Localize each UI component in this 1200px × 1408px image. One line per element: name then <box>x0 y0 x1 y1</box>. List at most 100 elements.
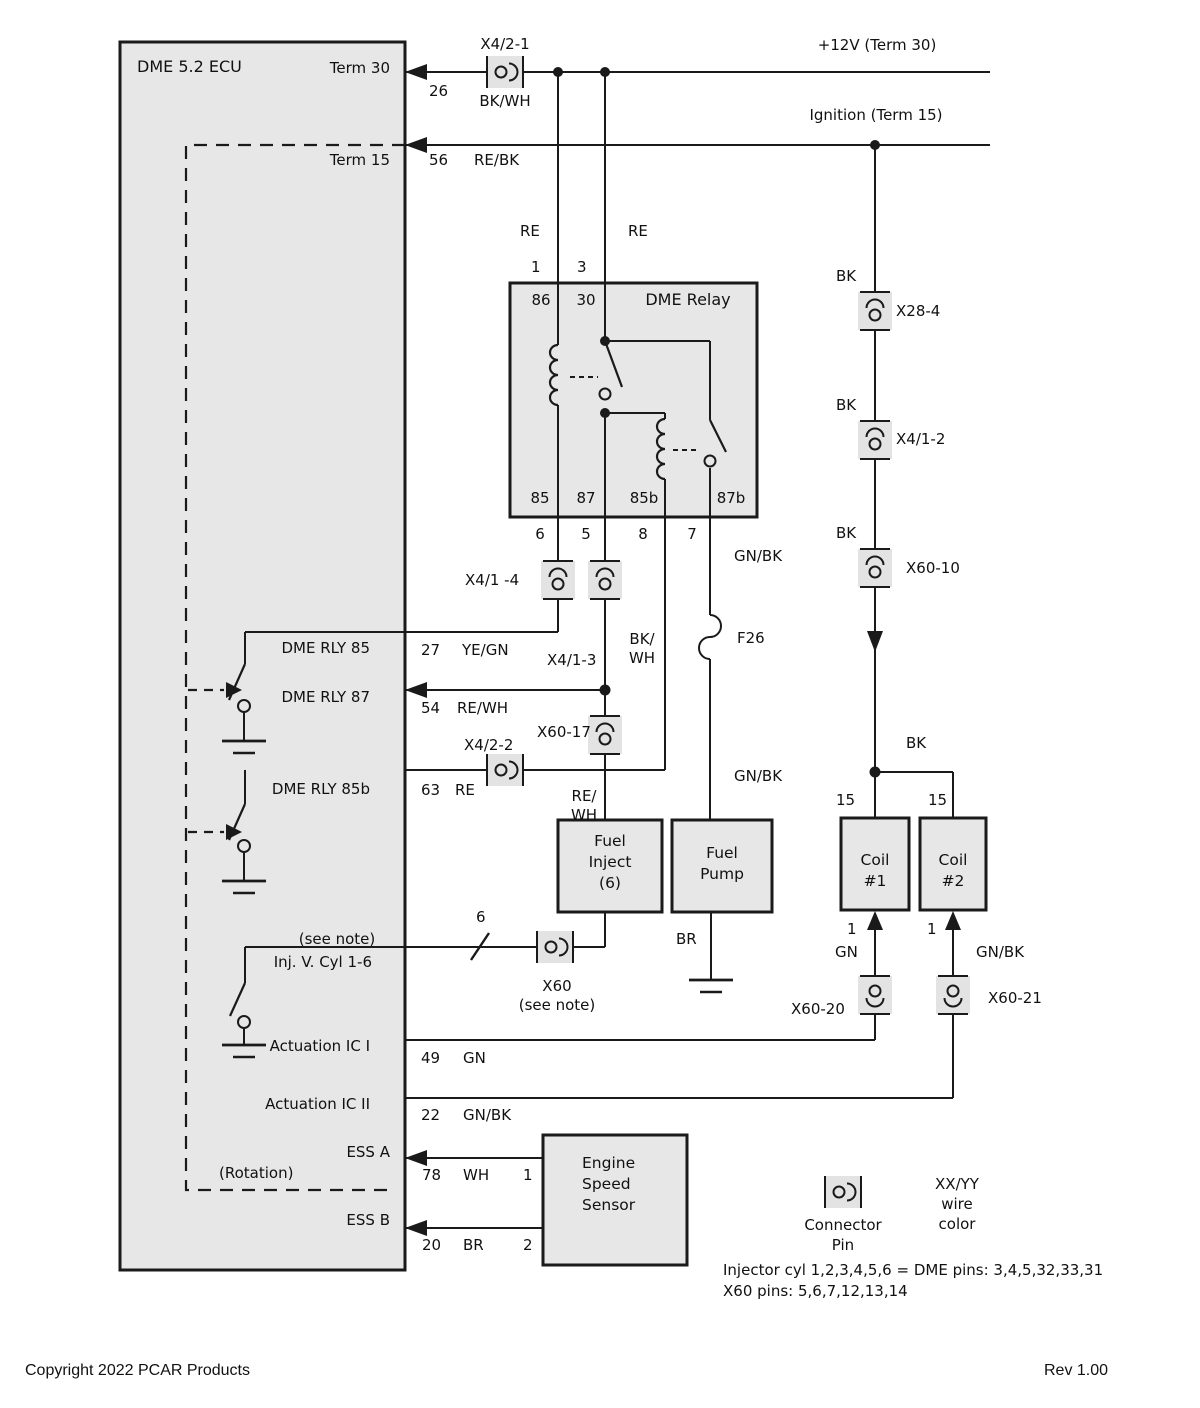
fuel-inject-label: Fuel Inject (6) <box>588 832 632 892</box>
ecu-pin-term15: Term 15 <box>329 151 390 169</box>
ecu-pin-ess-a: ESS A <box>346 1143 390 1161</box>
legend-wire-color: XX/YY wire color <box>935 1175 979 1233</box>
relay-pin-30: 30 <box>576 291 596 309</box>
ecu-box <box>118 40 407 1272</box>
bk-wire-color-1: BK <box>836 267 857 285</box>
ecu-pin-ess-b: ESS B <box>346 1211 390 1229</box>
ecu-pin-inj-v-cyl: Inj. V. Cyl 1-6 <box>273 953 372 971</box>
relay-wire30-pin: 3 <box>577 258 587 276</box>
pump-wire-color-bottom: GN/BK <box>734 767 783 785</box>
wire-color-bk-wh: BK/ WH <box>628 630 656 667</box>
injector-wire-count: 6 <box>476 908 486 926</box>
connector-x60-label: X60 (see note) <box>518 977 596 1014</box>
rly85-pin-number: 27 <box>421 641 441 659</box>
fuel-inject-box <box>556 818 664 914</box>
relay-box <box>508 281 759 519</box>
relay-wire30-color: RE <box>628 222 648 240</box>
connector-x60-20-label: X60-20 <box>791 1000 845 1018</box>
copyright-text: Copyright 2022 PCAR Products <box>25 1362 250 1379</box>
relay-pin-86: 86 <box>531 291 551 309</box>
connector-x4-1-4-label: X4/1 -4 <box>465 571 520 589</box>
junction-dots <box>553 67 881 778</box>
connector-x4-2-2-label: X4/2-2 <box>464 736 514 754</box>
coil1-wire-color: GN <box>835 943 858 961</box>
ecu-pin-dme-rly-85: DME RLY 85 <box>281 639 370 657</box>
ecu-pin-term30: Term 30 <box>329 59 390 77</box>
wires <box>227 71 990 1229</box>
rly87-wire-color: RE/WH <box>457 699 509 717</box>
rly85-wire-color: YE/GN <box>462 641 509 659</box>
connector-x60-17-label: X60-17 <box>537 723 591 741</box>
ecu-title: DME 5.2 ECU <box>137 57 242 76</box>
term15-dashed-boundary <box>184 143 405 1192</box>
relay-wire86-pin: 1 <box>531 258 541 276</box>
connector-x60-10-label: X60-10 <box>906 559 960 577</box>
essa-wire-color: WH <box>463 1166 490 1184</box>
relay-pin-87: 87 <box>576 489 596 507</box>
pump-wire-color-top: GN/BK <box>734 547 783 565</box>
relay-socket-pin-6: 6 <box>535 525 545 543</box>
ic2-wire-color: GN/BK <box>463 1106 512 1124</box>
note-injector-pins: Injector cyl 1,2,3,4,5,6 = DME pins: 3,4… <box>723 1261 1104 1279</box>
relay-pin-85b: 85b <box>629 489 659 507</box>
essa-pin-number: 78 <box>422 1166 442 1184</box>
arrows <box>226 64 961 1236</box>
ecu-rotation-note: (Rotation) <box>219 1164 294 1182</box>
coil2-term15-pin: 15 <box>928 791 948 809</box>
note-x60-pins: X60 pins: 5,6,7,12,13,14 <box>723 1282 908 1300</box>
ecu-pin-dme-rly-87: DME RLY 87 <box>281 688 370 706</box>
fuse-f26-label: F26 <box>737 629 765 647</box>
rly85b-pin-number: 63 <box>421 781 441 799</box>
revision-text: Rev 1.00 <box>1044 1362 1109 1379</box>
fuel-pump-label: Fuel Pump <box>700 844 744 883</box>
pump-ground-wire-color: BR <box>676 930 697 948</box>
relay-title: DME Relay <box>645 290 731 309</box>
coil1-pin1: 1 <box>847 920 857 938</box>
ic1-wire-color: GN <box>463 1049 486 1067</box>
coil2-box <box>918 816 988 912</box>
ecu-pin-dme-rly-85b: DME RLY 85b <box>271 780 370 798</box>
ic1-pin-number: 49 <box>421 1049 441 1067</box>
ess-box <box>541 1133 689 1267</box>
switch-contacts <box>237 387 717 1029</box>
rly85b-wire-color: RE <box>455 781 475 799</box>
connector-x4-2-1-label: X4/2-1 <box>480 35 530 53</box>
connector-x4-1-2-label: X4/1-2 <box>896 430 946 448</box>
ecu-see-note: (see note) <box>298 930 376 948</box>
rly87-pin-number: 54 <box>421 699 441 717</box>
coil1-term15-pin: 15 <box>836 791 856 809</box>
ecu-pin-actuation-ic1: Actuation IC I <box>269 1037 370 1055</box>
supply-ignition-label: Ignition (Term 15) <box>809 106 943 124</box>
coil1-box <box>839 816 911 912</box>
essa-sensor-pin: 1 <box>523 1166 533 1184</box>
term30-wire-color: BK/WH <box>479 92 531 110</box>
essb-wire-color: BR <box>463 1236 484 1254</box>
coil2-wire-color: GN/BK <box>976 943 1025 961</box>
term15-wire-color: RE/BK <box>474 151 520 169</box>
relay-pin-87b: 87b <box>716 489 746 507</box>
essb-sensor-pin: 2 <box>523 1236 533 1254</box>
bk-wire-color-4: BK <box>906 734 927 752</box>
legend-connector-pin: Connector Pin <box>804 1216 882 1254</box>
coil2-pin1: 1 <box>927 920 937 938</box>
term30-pin-number: 26 <box>429 82 449 100</box>
relay-socket-pin-8: 8 <box>638 525 648 543</box>
bk-wire-color-3: BK <box>836 524 857 542</box>
supply-12v-label: +12V (Term 30) <box>817 36 937 54</box>
ecu-pin-actuation-ic2: Actuation IC II <box>265 1095 370 1113</box>
connector-x60-21-label: X60-21 <box>988 989 1042 1007</box>
connector-x4-1-3-label: X4/1-3 <box>547 651 597 669</box>
relay-socket-pin-5: 5 <box>581 525 591 543</box>
ic2-pin-number: 22 <box>421 1106 441 1124</box>
ess-label: Engine Speed Sensor <box>582 1154 636 1214</box>
relay-socket-pin-7: 7 <box>687 525 697 543</box>
relay-pin-85: 85 <box>530 489 550 507</box>
coil1-label: Coil #1 <box>860 851 890 890</box>
essb-pin-number: 20 <box>422 1236 442 1254</box>
wire-color-re-wh: RE/ WH <box>570 787 598 824</box>
term15-pin-number: 56 <box>429 151 449 169</box>
coil2-label: Coil #2 <box>938 851 968 890</box>
fuel-pump-box <box>670 818 774 914</box>
